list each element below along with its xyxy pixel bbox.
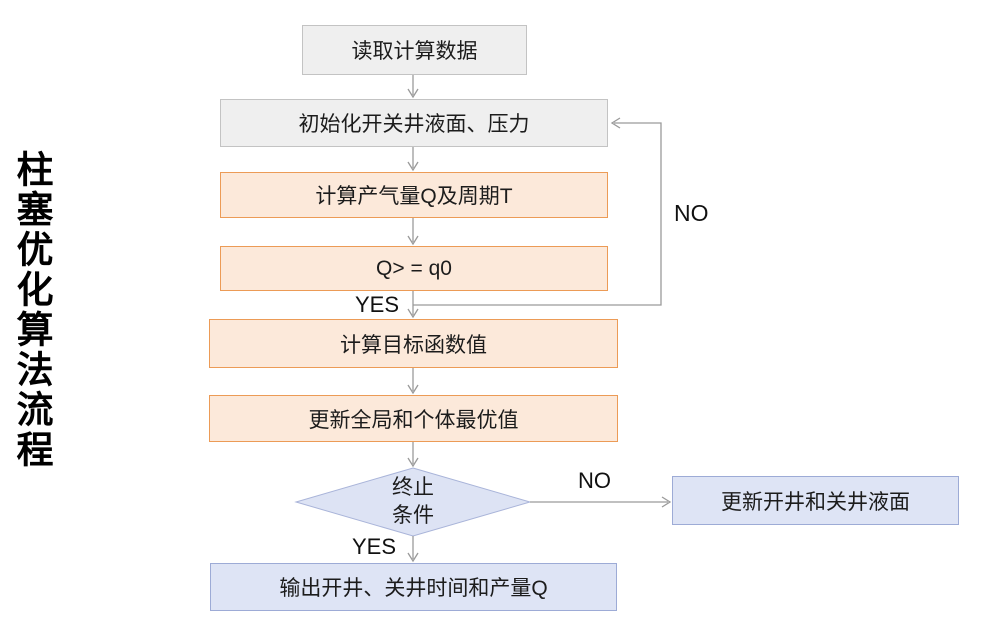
node-init-label: 初始化开关井液面、压力 <box>298 113 530 136</box>
node-output-label: 输出开井、关井时间和产量Q <box>279 577 548 600</box>
node-objective-label: 计算目标函数值 <box>340 333 487 357</box>
node-read-data: 读取计算数据 <box>302 25 527 75</box>
edge-label-terminate-no: NO <box>578 468 611 493</box>
node-calc-q-label: 计算产气量Q及周期T <box>315 185 513 208</box>
edge-label-qcheck-yes: YES <box>355 292 400 317</box>
node-calc-q: 计算产气量Q及周期T <box>220 172 608 218</box>
node-output: 输出开井、关井时间和产量Q <box>210 563 617 611</box>
node-q-check-label: Q> = q0 <box>376 256 452 280</box>
arrowhead-terminate-to-output <box>407 552 419 563</box>
arrowhead-init-to-calcq <box>407 161 419 172</box>
arrowhead-calcq-to-qcheck <box>407 235 419 246</box>
arrowhead-updatebest-to-terminate <box>407 457 419 468</box>
arrowhead-qcheck-no-loop <box>610 117 621 129</box>
node-objective: 计算目标函数值 <box>209 319 618 368</box>
node-update-level: 更新开井和关井液面 <box>672 476 959 525</box>
arrowhead-terminate-to-updatelevel <box>661 496 672 508</box>
node-init: 初始化开关井液面、压力 <box>220 99 608 147</box>
diagram-title: 柱塞优化算法流程 <box>11 150 52 470</box>
node-q-check: Q> = q0 <box>220 246 608 291</box>
node-update-best: 更新全局和个体最优值 <box>209 395 618 442</box>
arrowhead-qcheck-to-objective <box>407 308 419 319</box>
node-read-data-label: 读取计算数据 <box>351 40 478 63</box>
node-update-level-label: 更新开井和关井液面 <box>721 490 910 514</box>
node-update-best-label: 更新全局和个体最优值 <box>308 408 519 432</box>
edge-qcheck-no-loop <box>413 122 662 306</box>
edge-label-terminate-yes: YES <box>352 534 397 559</box>
arrowhead-objective-to-updatebest <box>407 384 419 395</box>
node-terminate-label: 终止 条件 <box>392 475 434 527</box>
edge-label-qcheck-no: NO <box>674 200 709 226</box>
arrowhead-read-to-init <box>407 88 419 99</box>
